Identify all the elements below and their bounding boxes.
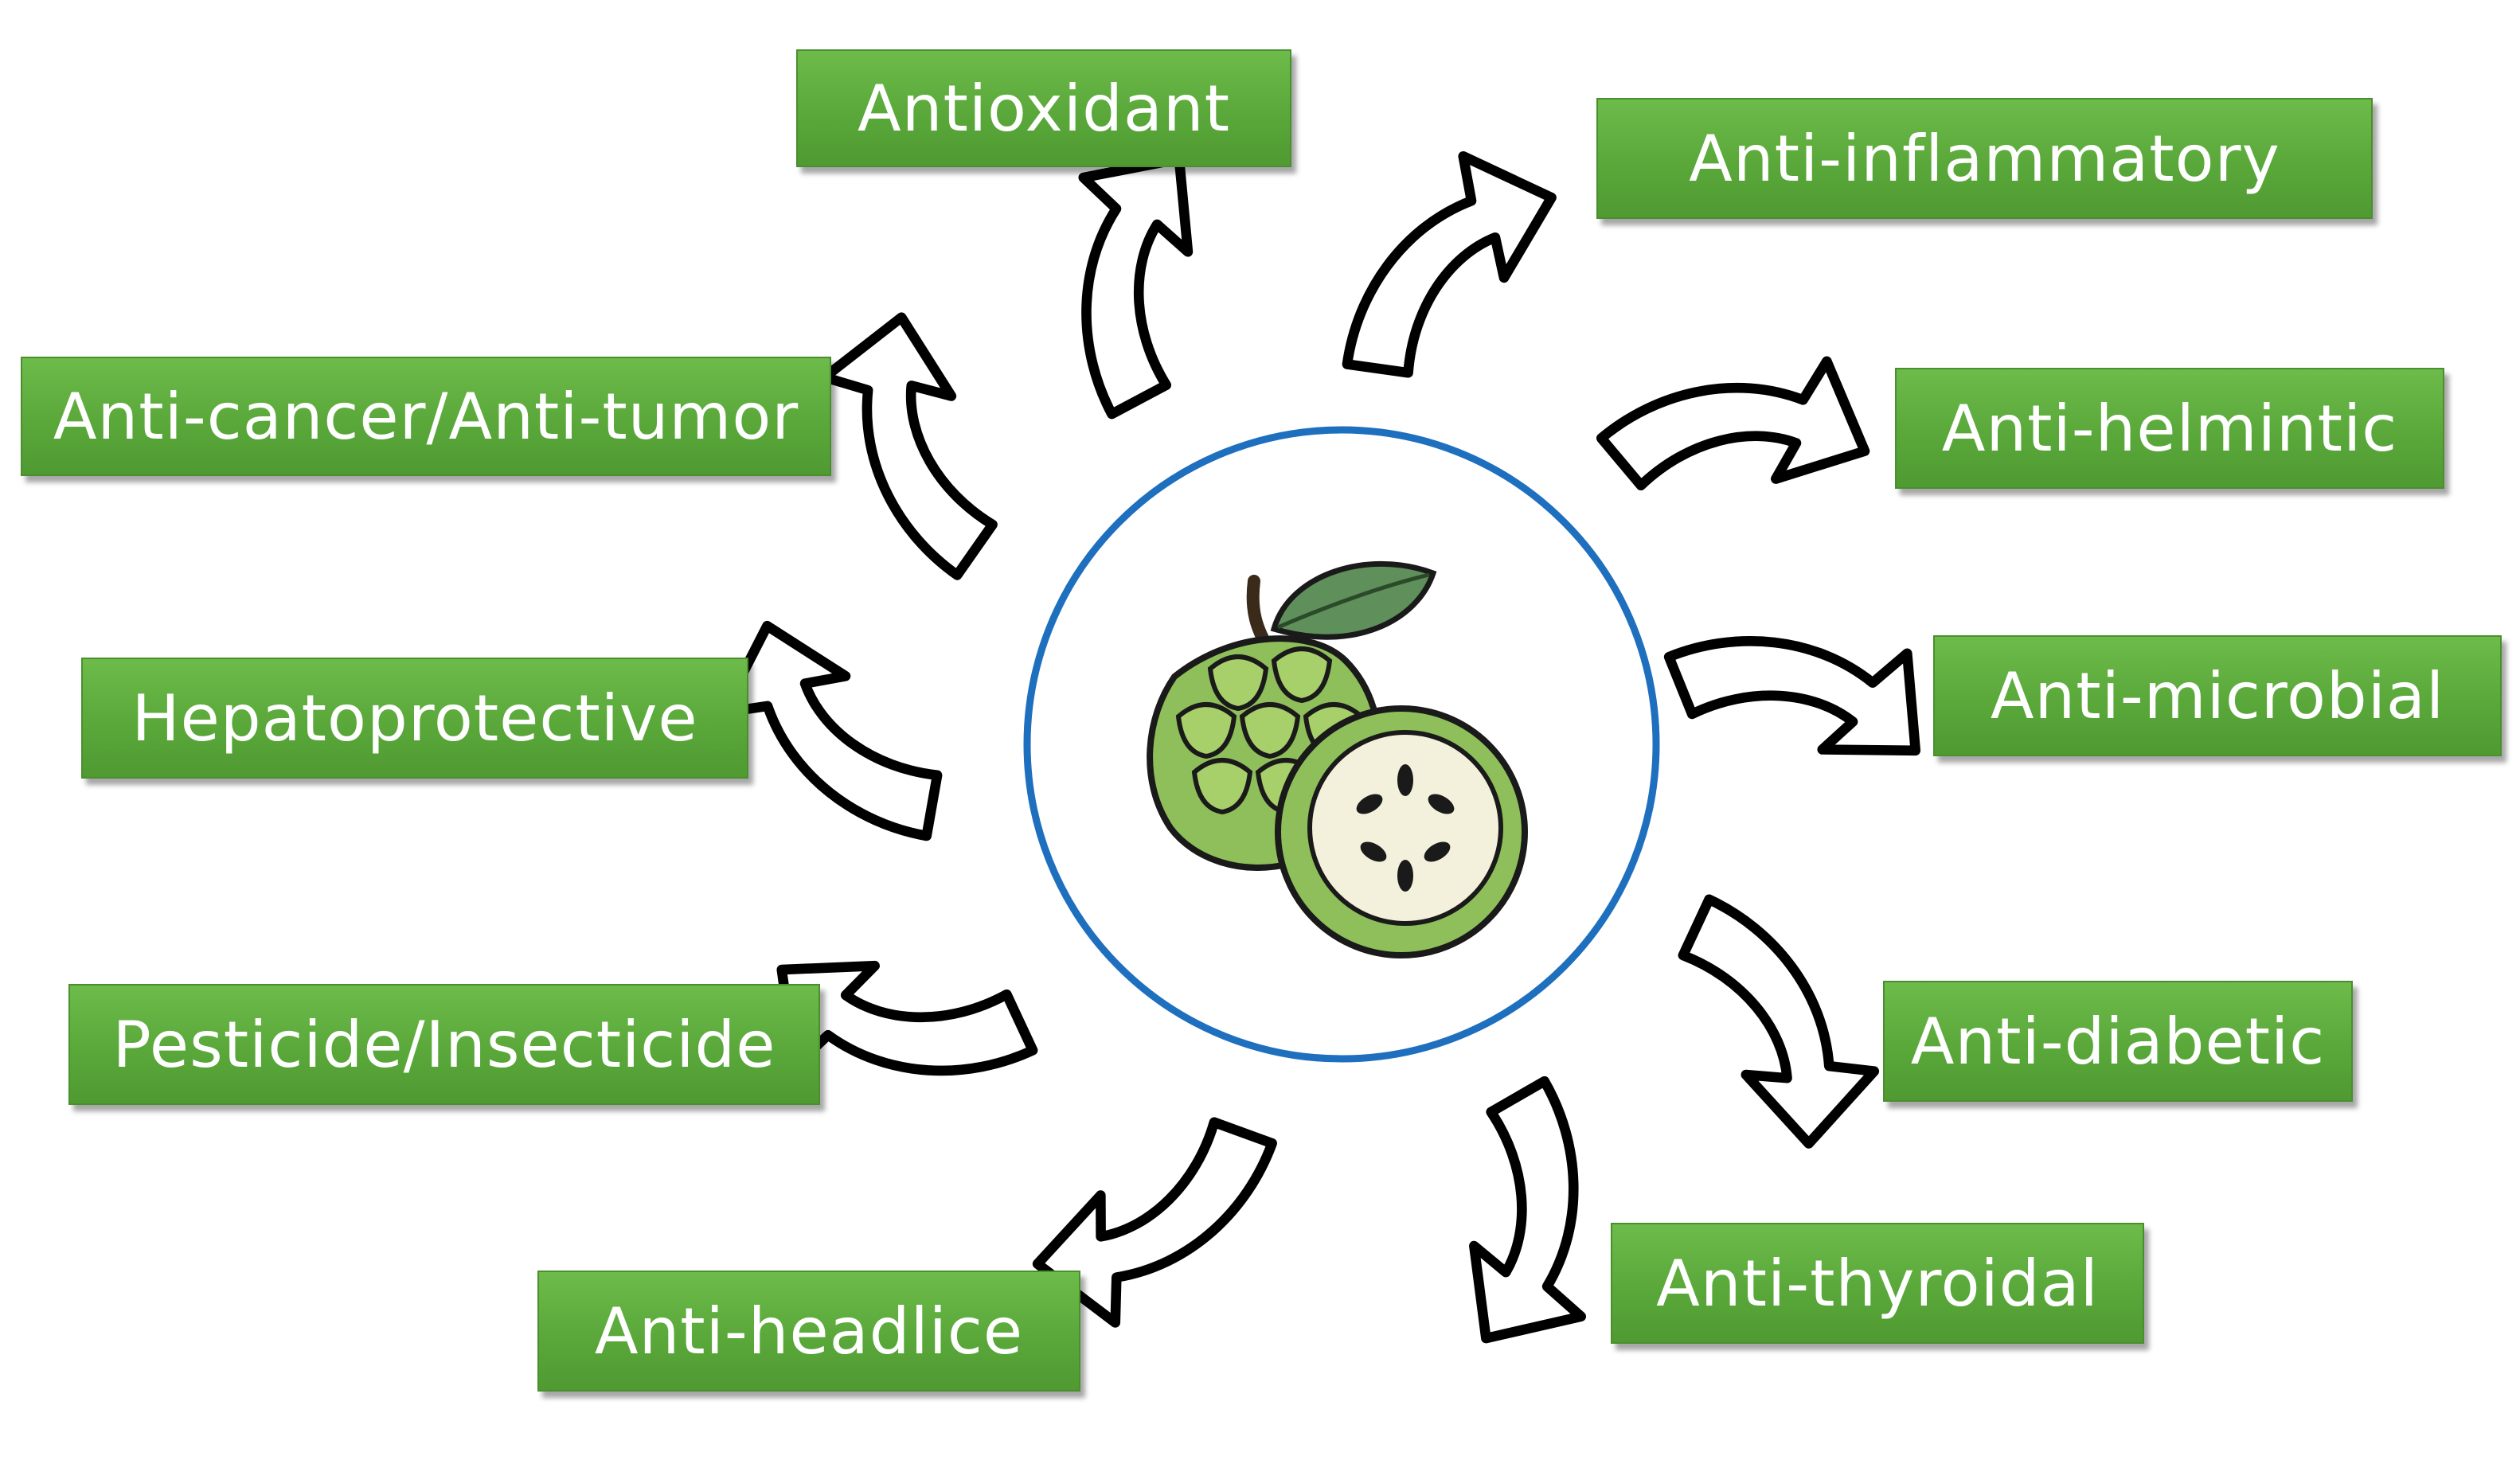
- center-circle: [1023, 426, 1660, 1063]
- label-anti-diabetic: Anti-diabetic: [1883, 981, 2353, 1102]
- label-pesticide-insecticide: Pesticide/Insecticide: [68, 984, 820, 1105]
- curved-arrow-icon: [1669, 574, 1942, 823]
- curved-arrow-icon: [1347, 144, 1556, 389]
- label-anti-inflammatory: Anti-inflammatory: [1596, 98, 2373, 219]
- label-hepatoprotective: Hepatoprotective: [81, 658, 748, 779]
- label-antioxidant: Antioxidant: [796, 49, 1291, 167]
- label-anti-thyroidal: Anti-thyroidal: [1611, 1223, 2144, 1344]
- label-anti-helmintic: Anti-helmintic: [1895, 368, 2444, 489]
- custard-apple-icon: [1147, 561, 1528, 958]
- curved-arrow-icon: [1007, 134, 1270, 414]
- label-anti-cancer-anti-tumor: Anti-cancer/Anti-tumor: [21, 357, 831, 476]
- label-anti-headlice: Anti-headlice: [537, 1271, 1080, 1392]
- curved-arrow-icon: [1633, 900, 1910, 1156]
- curved-arrow-icon: [1601, 295, 1886, 576]
- label-anti-microbial: Anti-microbial: [1933, 635, 2502, 756]
